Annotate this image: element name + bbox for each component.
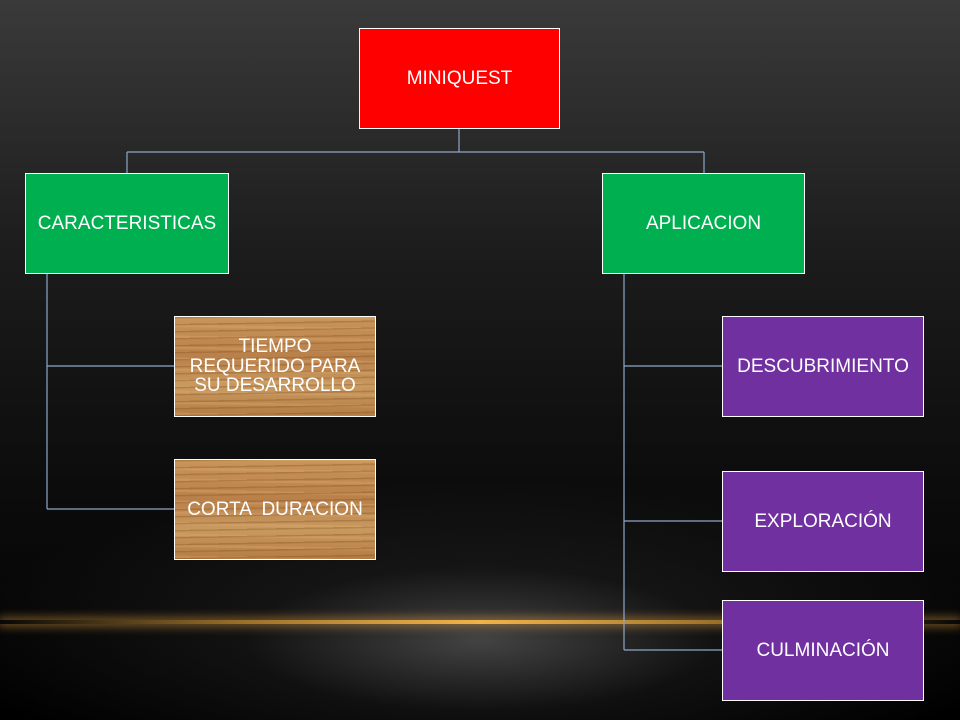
leaf-node-label: CORTA DURACION: [187, 498, 363, 520]
leaf-node-culminacion: CULMINACIÓN: [722, 600, 924, 701]
branch-node-aplicacion: APLICACION: [602, 173, 805, 274]
branch-node-caracteristicas: CARACTERISTICAS: [25, 173, 229, 274]
leaf-node-label: DESCUBRIMIENTO: [737, 355, 909, 377]
root-node-miniquest: MINIQUEST: [359, 28, 560, 129]
leaf-node-descubrimiento: DESCUBRIMIENTO: [722, 316, 924, 417]
leaf-node-corta-duracion: CORTA DURACION: [174, 459, 376, 560]
leaf-node-label: CULMINACIÓN: [756, 639, 890, 661]
leaf-node-label: TIEMPO REQUERIDO PARA SU DESARROLLO: [189, 335, 361, 397]
root-node-label: MINIQUEST: [406, 67, 513, 89]
leaf-node-exploracion: EXPLORACIÓN: [722, 471, 924, 572]
horizon-glow-line: [0, 620, 960, 624]
branch-node-label: CARACTERISTICAS: [37, 212, 217, 234]
leaf-node-tiempo-requerido: TIEMPO REQUERIDO PARA SU DESARROLLO: [174, 316, 376, 417]
leaf-node-label: EXPLORACIÓN: [754, 510, 892, 532]
branch-node-label: APLICACION: [645, 212, 762, 234]
